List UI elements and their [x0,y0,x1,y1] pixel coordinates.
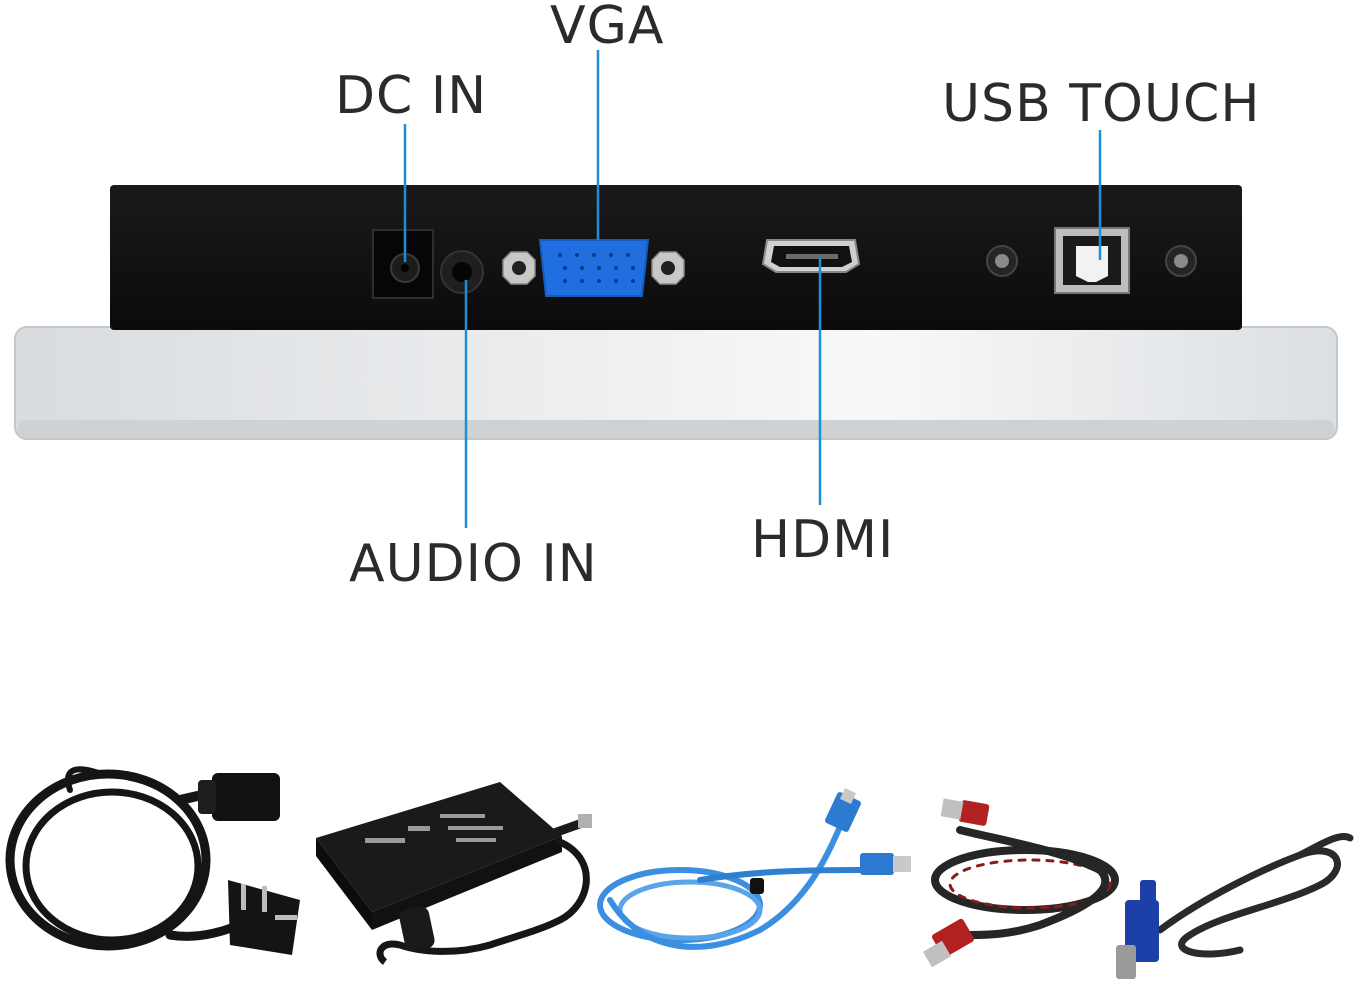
hdmi-label: HDMI [751,510,895,570]
usb-cable [597,788,911,950]
hdmi-port [761,239,861,273]
screw-hole-left [986,245,1018,277]
adapter-label-print [365,814,503,843]
dc-in-port [372,229,434,299]
vga-port [502,239,685,297]
audio-in-label: AUDIO IN [349,534,598,594]
vga-label: VGA [550,0,665,56]
power-adapter [316,782,592,965]
usb-touch-port [1054,227,1130,294]
usb-touch-label: USB TOUCH [942,74,1261,134]
audio-in-port [440,250,484,294]
vga-cable [1116,833,1354,979]
hdmi-cable [922,798,1119,968]
monitor-bezel [14,326,1338,440]
dc-in-label: DC IN [335,66,488,126]
callout-lines [403,50,1102,528]
power-cord [5,766,300,955]
screw-hole-right [1165,245,1197,277]
